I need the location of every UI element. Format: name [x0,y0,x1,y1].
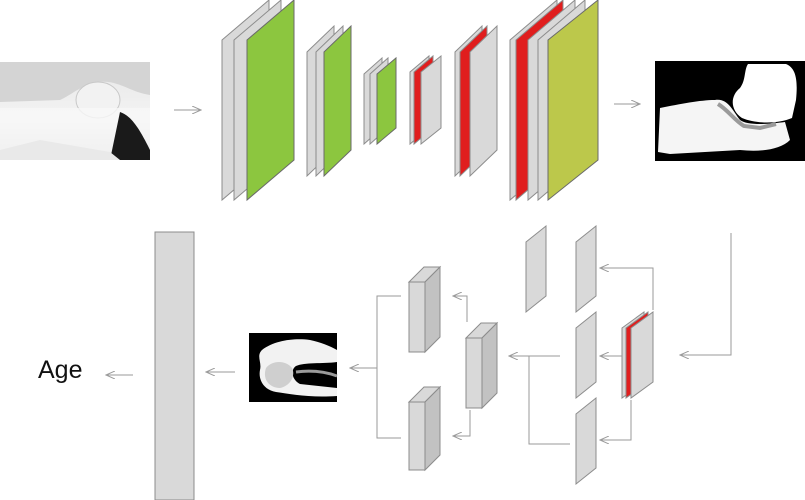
feature-plate-d [575,396,597,486]
encoder-block-2 [306,24,352,178]
segmentation-mask-image [655,61,805,161]
decoder-block-1 [409,54,442,146]
input-xray-image [0,62,150,160]
output-age-label: Age [38,356,83,384]
encoder-block-1 [221,0,295,202]
feature-plate-b [575,224,597,314]
cropped-mask-image [249,333,338,402]
classifier-blocks [407,265,499,472]
encoder-block-3 [363,56,397,146]
decoder-block-3 [509,0,599,202]
decoder-block-2 [454,24,498,178]
unet-layers [221,0,599,202]
block-middle [464,321,499,410]
feature-vector-bar [154,231,195,500]
feature-plate-c [575,310,597,400]
feature-plate-a [525,224,547,314]
connectors [106,233,732,445]
feature-maps [525,224,654,486]
block-bottom [407,385,442,472]
block-top [407,265,442,354]
feature-stack-red [621,311,654,399]
